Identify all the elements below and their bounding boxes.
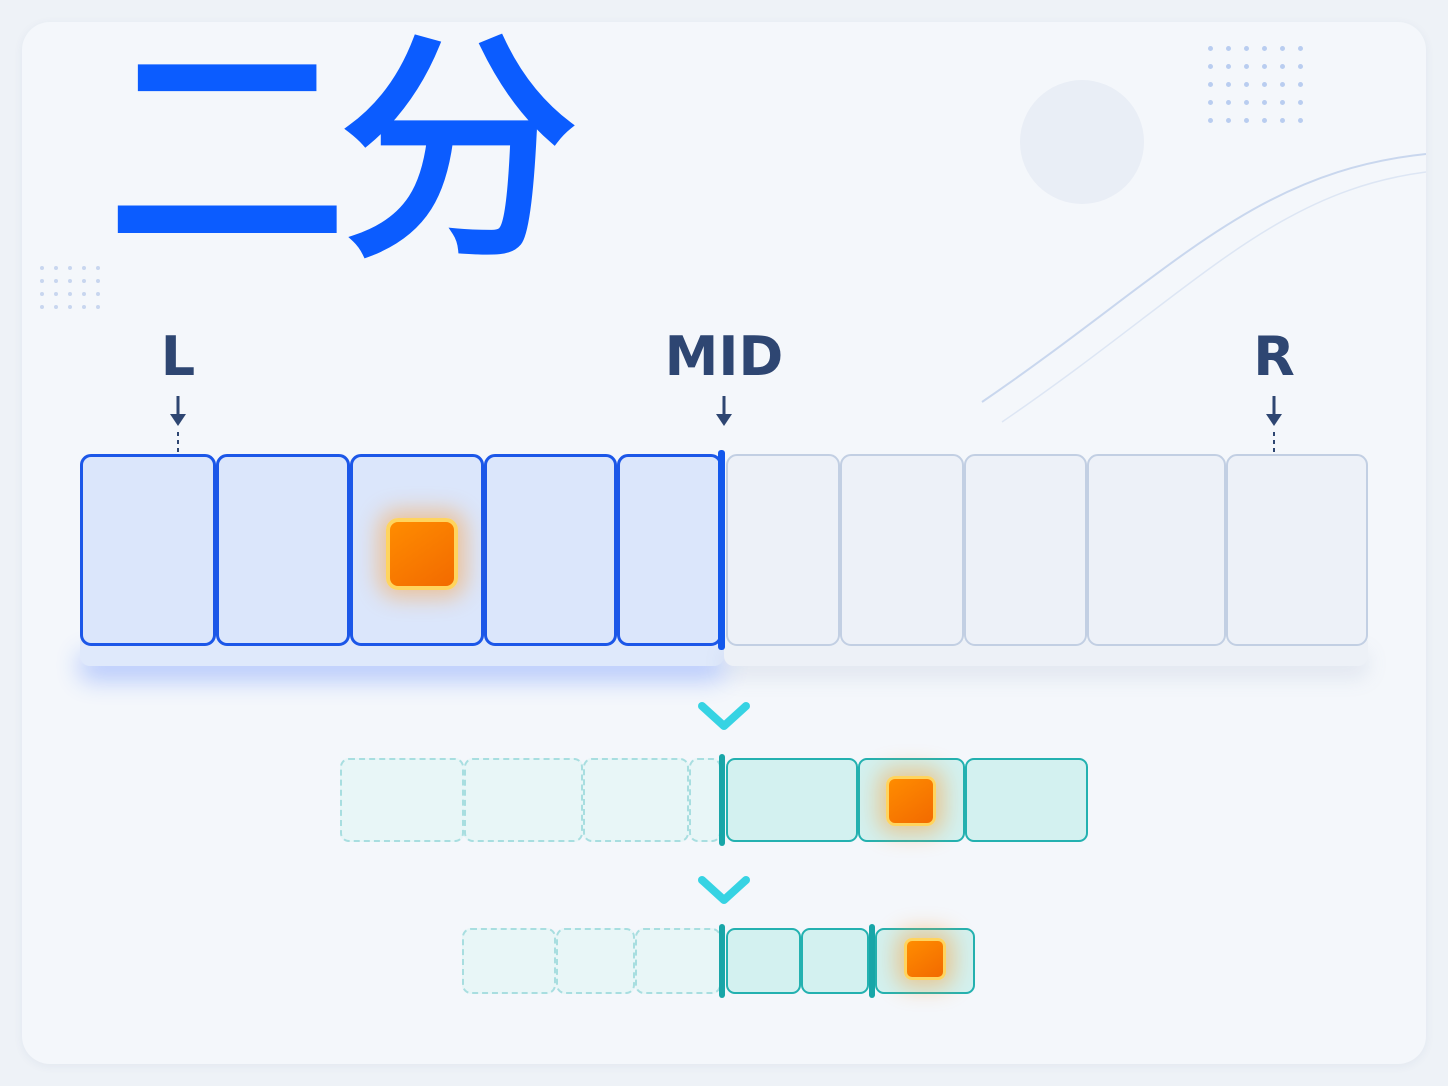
array-cell-discarded: [964, 454, 1087, 646]
subarray-cell-discarded: [635, 928, 721, 994]
array-cell-discarded: [1226, 454, 1368, 646]
subarray-cell: [965, 758, 1088, 842]
mid-divider-second: [869, 924, 875, 998]
array-cell: [617, 454, 722, 646]
left-pointer-arrow-icon: [170, 396, 186, 452]
chevron-down-icon: [698, 702, 750, 730]
decorative-circle: [1020, 80, 1144, 204]
array-cell-discarded: [1087, 454, 1226, 646]
subarray-cell-discarded: [583, 758, 689, 842]
subarray-cell: [858, 758, 965, 842]
subarray-cell-discarded: [340, 758, 464, 842]
subarray-cell-discarded: [464, 758, 583, 842]
subarray-cell-discarded: [462, 928, 556, 994]
mid-divider: [718, 450, 725, 650]
target-element: [386, 518, 458, 590]
subarray-cell-discarded: [556, 928, 635, 994]
page-title: 二分: [108, 14, 578, 291]
target-element: [886, 776, 936, 826]
chevron-down-icon: [698, 876, 750, 904]
right-pointer-arrow-icon: [1266, 396, 1282, 452]
pointer-label-left: L: [160, 325, 196, 388]
decorative-dot-grid-left: [40, 266, 101, 309]
subarray-cell-discarded: [689, 758, 721, 842]
subarray-cell: [801, 928, 869, 994]
pointer-label-right: R: [1253, 325, 1295, 388]
array-cell: [80, 454, 216, 646]
array-cell-discarded: [840, 454, 964, 646]
mid-divider: [719, 754, 725, 846]
decorative-curves: [981, 153, 1426, 423]
array-cell: [216, 454, 350, 646]
mid-pointer-arrow-icon: [716, 396, 732, 426]
decorative-dot-grid: [1208, 46, 1303, 123]
array-cell: [484, 454, 617, 646]
subarray-cell: [726, 758, 858, 842]
pointer-label-mid: MID: [664, 325, 784, 388]
mid-divider: [719, 924, 725, 998]
subarray-cell: [726, 928, 801, 994]
target-element: [904, 938, 946, 980]
array-cell-discarded: [726, 454, 840, 646]
